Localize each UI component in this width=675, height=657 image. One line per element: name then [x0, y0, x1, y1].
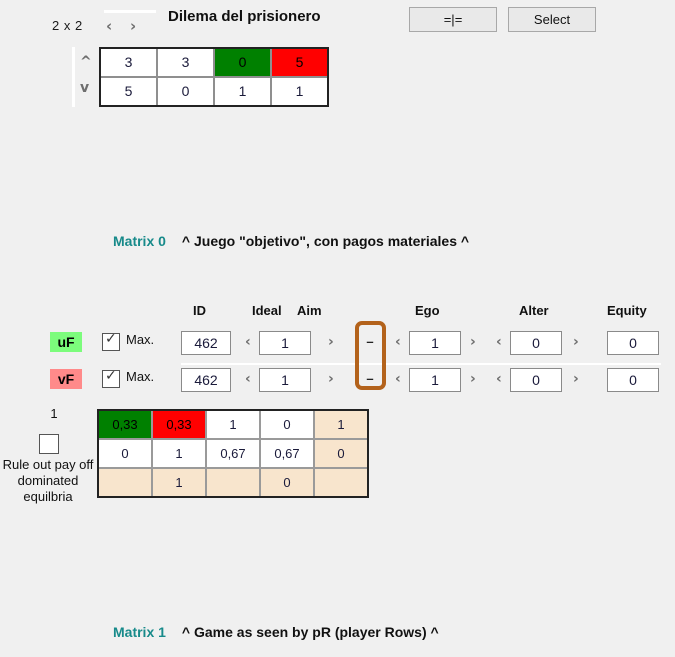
- equalize-button[interactable]: =|=: [409, 7, 497, 32]
- equilibria-count: 1: [50, 406, 58, 421]
- result-cell[interactable]: [207, 469, 259, 496]
- minus-button-vf[interactable]: –: [366, 371, 374, 386]
- matrix-1-heading: Matrix 1 ^ Game as seen by pR (player Row…: [113, 624, 439, 640]
- aim-increment-icon-vf[interactable]: ›: [328, 371, 334, 387]
- matrix-1-description: ^ Game as seen by pR (player Rows) ^: [181, 624, 439, 640]
- alter-field-vf[interactable]: 0: [510, 368, 562, 392]
- result-cell[interactable]: [315, 469, 367, 496]
- payoff-cell[interactable]: 5: [272, 49, 327, 76]
- table-row: 0,33 0,33 1 0 1: [99, 411, 367, 438]
- max-label-uf: Max.: [126, 332, 155, 347]
- id-field-vf[interactable]: 462: [181, 368, 231, 392]
- equilibria-result-grid: 0,33 0,33 1 0 1 0 1 0,67 0,67 0 1 0: [97, 409, 369, 498]
- game-navigator: ‹ ›: [100, 10, 156, 38]
- minus-button-uf[interactable]: –: [366, 334, 374, 349]
- column-header-aim: Aim: [297, 303, 322, 318]
- payoff-cell[interactable]: 5: [101, 78, 156, 105]
- matrix-size-label: 2 x 2: [52, 18, 83, 33]
- result-cell[interactable]: 1: [153, 440, 205, 467]
- result-cell[interactable]: 0: [315, 440, 367, 467]
- payoff-cell[interactable]: 3: [101, 49, 156, 76]
- function-badge-vf[interactable]: vF: [50, 369, 82, 389]
- column-header-alter: Alter: [519, 303, 549, 318]
- table-row: 3 3 0 5: [101, 49, 327, 76]
- ego-increment-icon-uf[interactable]: ›: [470, 334, 476, 350]
- matrix-0-description: ^ Juego "objetivo", con pagos materiales…: [181, 233, 470, 249]
- navigator-divider: [104, 10, 156, 13]
- select-button[interactable]: Select: [508, 7, 596, 32]
- function-row-vf: vF ✓ Max. 462 ‹ 1 › – ‹ 1 › ‹ 0 › 0: [0, 367, 675, 397]
- matrix-1-tag: Matrix 1: [113, 624, 166, 640]
- result-cell[interactable]: 1: [153, 469, 205, 496]
- aim-decrement-icon-vf[interactable]: ‹: [245, 371, 251, 387]
- result-cell[interactable]: 0,33: [99, 411, 151, 438]
- row-separator: [181, 363, 661, 365]
- result-cell[interactable]: 0,67: [207, 440, 259, 467]
- function-row-uf: uF ✓ Max. 462 ‹ 1 › – ‹ 1 › ‹ 0 › 0: [0, 330, 675, 360]
- alter-field-uf[interactable]: 0: [510, 331, 562, 355]
- rule-out-dominated-label: Rule out pay off dominated equilbria: [2, 457, 94, 504]
- payoff-cell[interactable]: 3: [158, 49, 213, 76]
- matrix-0-heading: Matrix 0 ^ Juego "objetivo", con pagos ma…: [113, 233, 469, 249]
- aim-field-vf[interactable]: 1: [259, 368, 311, 392]
- row-navigator: ^ v: [72, 47, 98, 109]
- payoff-cell[interactable]: 0: [215, 49, 270, 76]
- equity-field-vf[interactable]: 0: [607, 368, 659, 392]
- matrix-0-tag: Matrix 0: [113, 233, 166, 249]
- aim-field-uf[interactable]: 1: [259, 331, 311, 355]
- checkmark-icon: ✓: [105, 368, 117, 384]
- column-header-id: ID: [193, 303, 206, 318]
- result-cell[interactable]: 0,33: [153, 411, 205, 438]
- ego-decrement-icon-uf[interactable]: ‹: [395, 334, 401, 350]
- table-row: 1 0: [99, 469, 367, 496]
- result-cell[interactable]: 0,67: [261, 440, 313, 467]
- payoff-matrix-input[interactable]: 3 3 0 5 5 0 1 1: [99, 47, 329, 107]
- prev-game-icon[interactable]: ‹: [106, 17, 113, 35]
- column-header-ego: Ego: [415, 303, 440, 318]
- equity-field-uf[interactable]: 0: [607, 331, 659, 355]
- ego-field-uf[interactable]: 1: [409, 331, 461, 355]
- result-cell[interactable]: [99, 469, 151, 496]
- result-cell[interactable]: 1: [315, 411, 367, 438]
- ego-increment-icon-vf[interactable]: ›: [470, 371, 476, 387]
- aim-increment-icon-uf[interactable]: ›: [328, 334, 334, 350]
- payoff-cell[interactable]: 1: [272, 78, 327, 105]
- row-navigator-divider: [72, 47, 75, 107]
- game-title: Dilema del prisionero: [168, 8, 321, 25]
- max-checkbox-vf[interactable]: ✓: [102, 368, 120, 388]
- ego-field-vf[interactable]: 1: [409, 368, 461, 392]
- alter-increment-icon-vf[interactable]: ›: [573, 371, 579, 387]
- alter-decrement-icon-vf[interactable]: ‹: [496, 371, 502, 387]
- rule-out-dominated-checkbox[interactable]: [39, 434, 59, 454]
- alter-increment-icon-uf[interactable]: ›: [573, 334, 579, 350]
- row-down-icon[interactable]: v: [80, 80, 90, 96]
- next-game-icon[interactable]: ›: [130, 17, 137, 35]
- result-cell[interactable]: 0: [261, 411, 313, 438]
- result-cell[interactable]: 0: [99, 440, 151, 467]
- checkmark-icon: ✓: [105, 331, 117, 347]
- payoff-cell[interactable]: 1: [215, 78, 270, 105]
- result-cell[interactable]: 1: [207, 411, 259, 438]
- aim-decrement-icon-uf[interactable]: ‹: [245, 334, 251, 350]
- table-row: 0 1 0,67 0,67 0: [99, 440, 367, 467]
- table-row: 5 0 1 1: [101, 78, 327, 105]
- alter-decrement-icon-uf[interactable]: ‹: [496, 334, 502, 350]
- result-cell[interactable]: 0: [261, 469, 313, 496]
- payoff-cell[interactable]: 0: [158, 78, 213, 105]
- column-header-ideal: Ideal: [252, 303, 282, 318]
- max-checkbox-uf[interactable]: ✓: [102, 331, 120, 351]
- row-up-icon[interactable]: ^: [80, 54, 92, 70]
- ego-decrement-icon-vf[interactable]: ‹: [395, 371, 401, 387]
- function-badge-uf[interactable]: uF: [50, 332, 82, 352]
- max-label-vf: Max.: [126, 369, 155, 384]
- id-field-uf[interactable]: 462: [181, 331, 231, 355]
- column-header-equity: Equity: [607, 303, 647, 318]
